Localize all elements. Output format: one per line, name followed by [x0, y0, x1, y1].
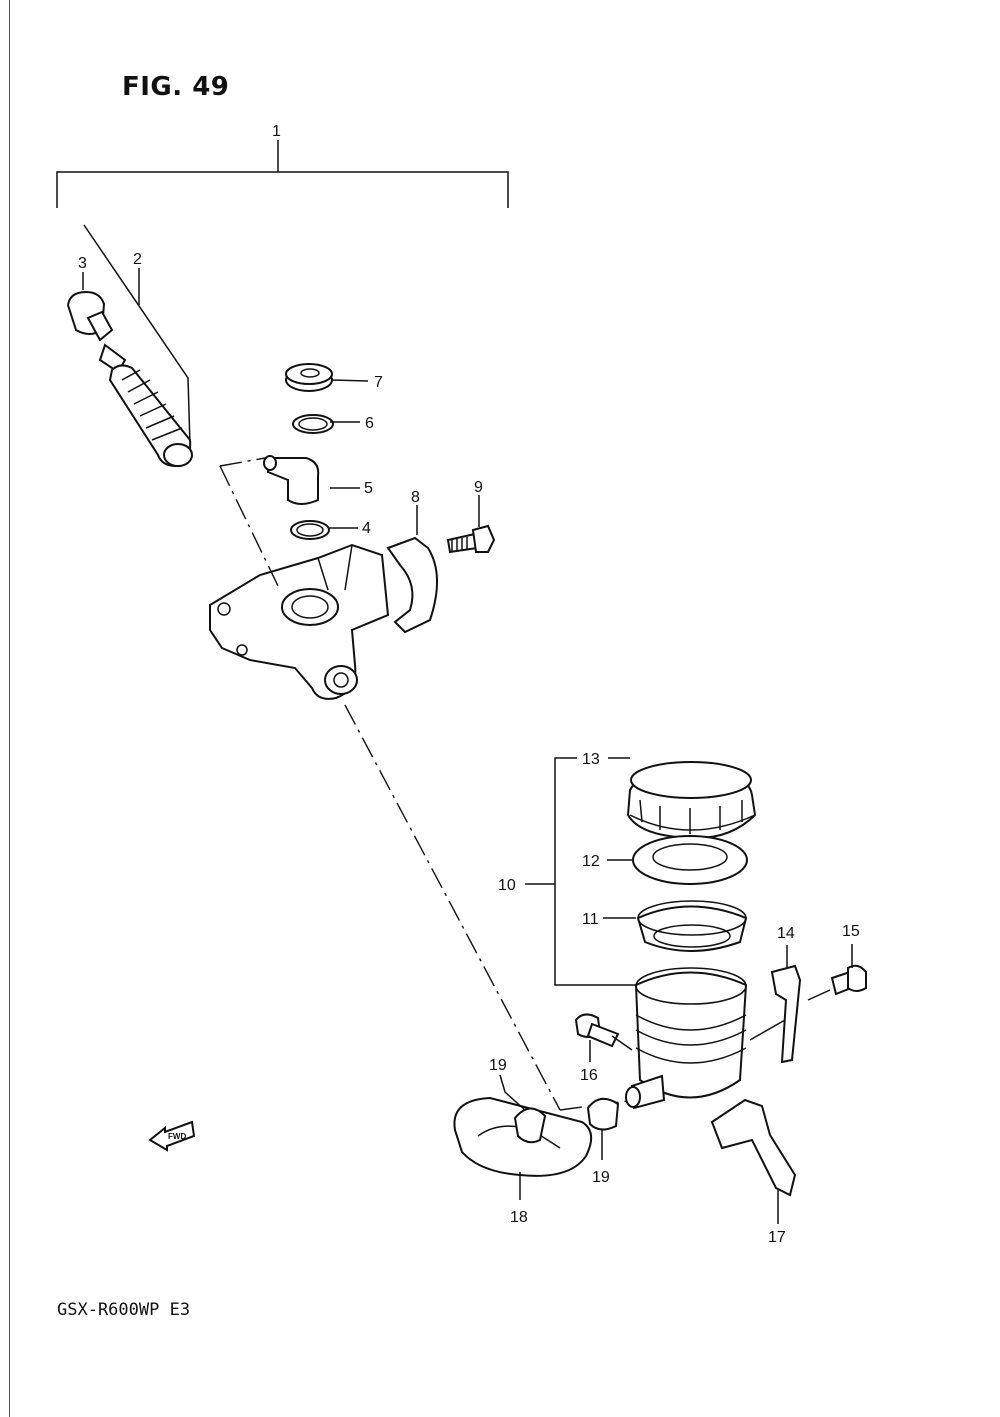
forward-direction-arrow: FWD: [148, 1120, 196, 1152]
callout-6: 6: [365, 415, 374, 432]
callout-15: 15: [842, 923, 860, 940]
piston-spring-part: [66, 224, 193, 468]
callout-2: 2: [133, 251, 142, 268]
reservoir-connector-parts: [263, 363, 369, 540]
callout-9: 9: [474, 479, 483, 496]
callout-12: 12: [582, 853, 600, 870]
reservoir-assembly: [525, 757, 757, 1110]
clamp-and-bolt: [386, 495, 496, 634]
reservoir-mounting-parts: [574, 944, 867, 1224]
callout-1: 1: [272, 123, 281, 140]
fwd-label: FWD: [168, 1132, 186, 1141]
callout-18: 18: [510, 1209, 528, 1226]
callout-11: 11: [582, 911, 599, 928]
callout-3: 3: [78, 255, 87, 272]
callout-19-hose-clamp: 19: [489, 1057, 507, 1074]
callout-7: 7: [374, 374, 383, 391]
callout-labels: 1 2 3 4 5 6 7 8 9 10 11 12 13 14 15 16 1…: [78, 123, 860, 1246]
callout-8: 8: [411, 489, 420, 506]
master-cylinder-body: [209, 543, 390, 700]
assembly-bracket: [56, 140, 509, 208]
callout-16: 16: [580, 1067, 598, 1084]
hose-and-clamps: [453, 1074, 620, 1200]
callout-14: 14: [777, 925, 795, 942]
callout-13: 13: [582, 751, 600, 768]
callout-4: 4: [362, 520, 371, 537]
callout-10: 10: [498, 877, 516, 894]
callout-17: 17: [768, 1229, 786, 1246]
model-code: GSX-R600WP E3: [57, 1300, 191, 1320]
callout-19-reservoir-clamp: 19: [592, 1169, 610, 1186]
figure-title: FIG. 49: [122, 72, 230, 102]
callout-5: 5: [364, 480, 373, 497]
page-edge-line: [9, 0, 10, 1417]
